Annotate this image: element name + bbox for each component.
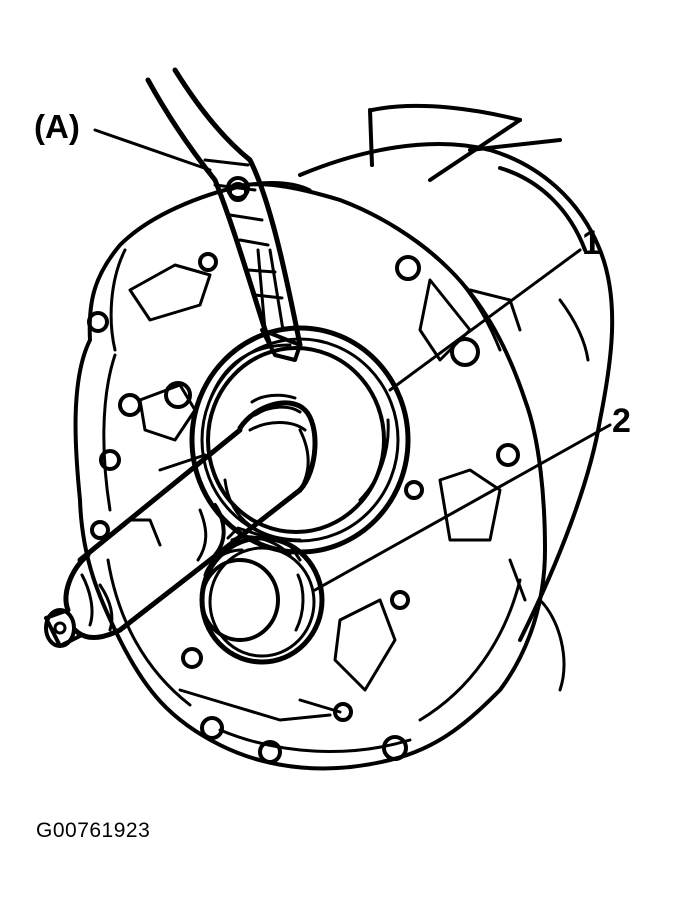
output-shaft xyxy=(44,393,318,648)
callout-part-1: 1 xyxy=(582,224,601,262)
seal-2-bore xyxy=(199,526,325,665)
callout-part-2: 2 xyxy=(612,402,631,440)
seal-puller-tool xyxy=(145,67,312,362)
rear-housing xyxy=(298,103,615,692)
leader-lines xyxy=(93,128,612,592)
bolt-holes xyxy=(87,176,520,764)
figure-id: G00761923 xyxy=(36,819,151,842)
transmission-case xyxy=(73,182,547,771)
callout-tool-a: (A) xyxy=(34,108,80,145)
